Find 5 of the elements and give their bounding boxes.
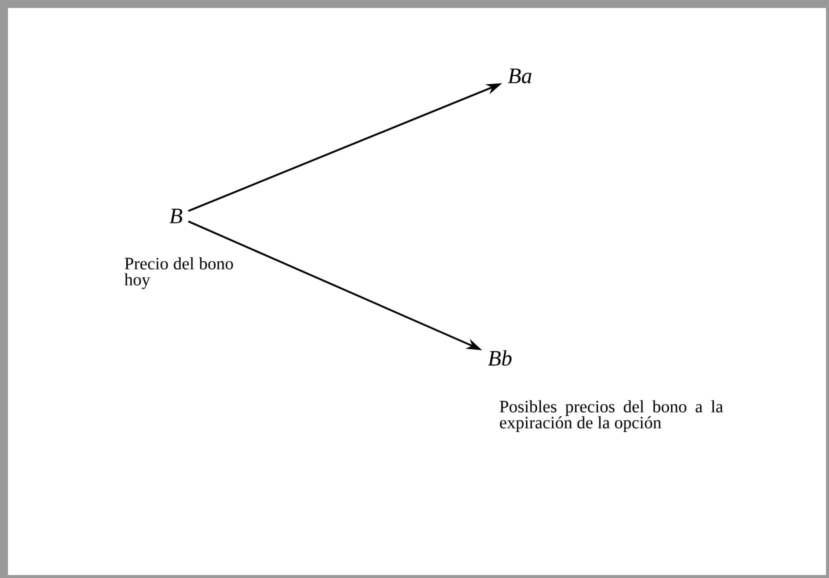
node-caption: Posibles precios del bono a la expiración de la opción [500,400,724,432]
node-label: Bb [488,350,512,366]
node-label: Ba [508,68,532,84]
node-caption: Precio del bono hoy [124,257,233,290]
node-label: B [170,208,182,224]
